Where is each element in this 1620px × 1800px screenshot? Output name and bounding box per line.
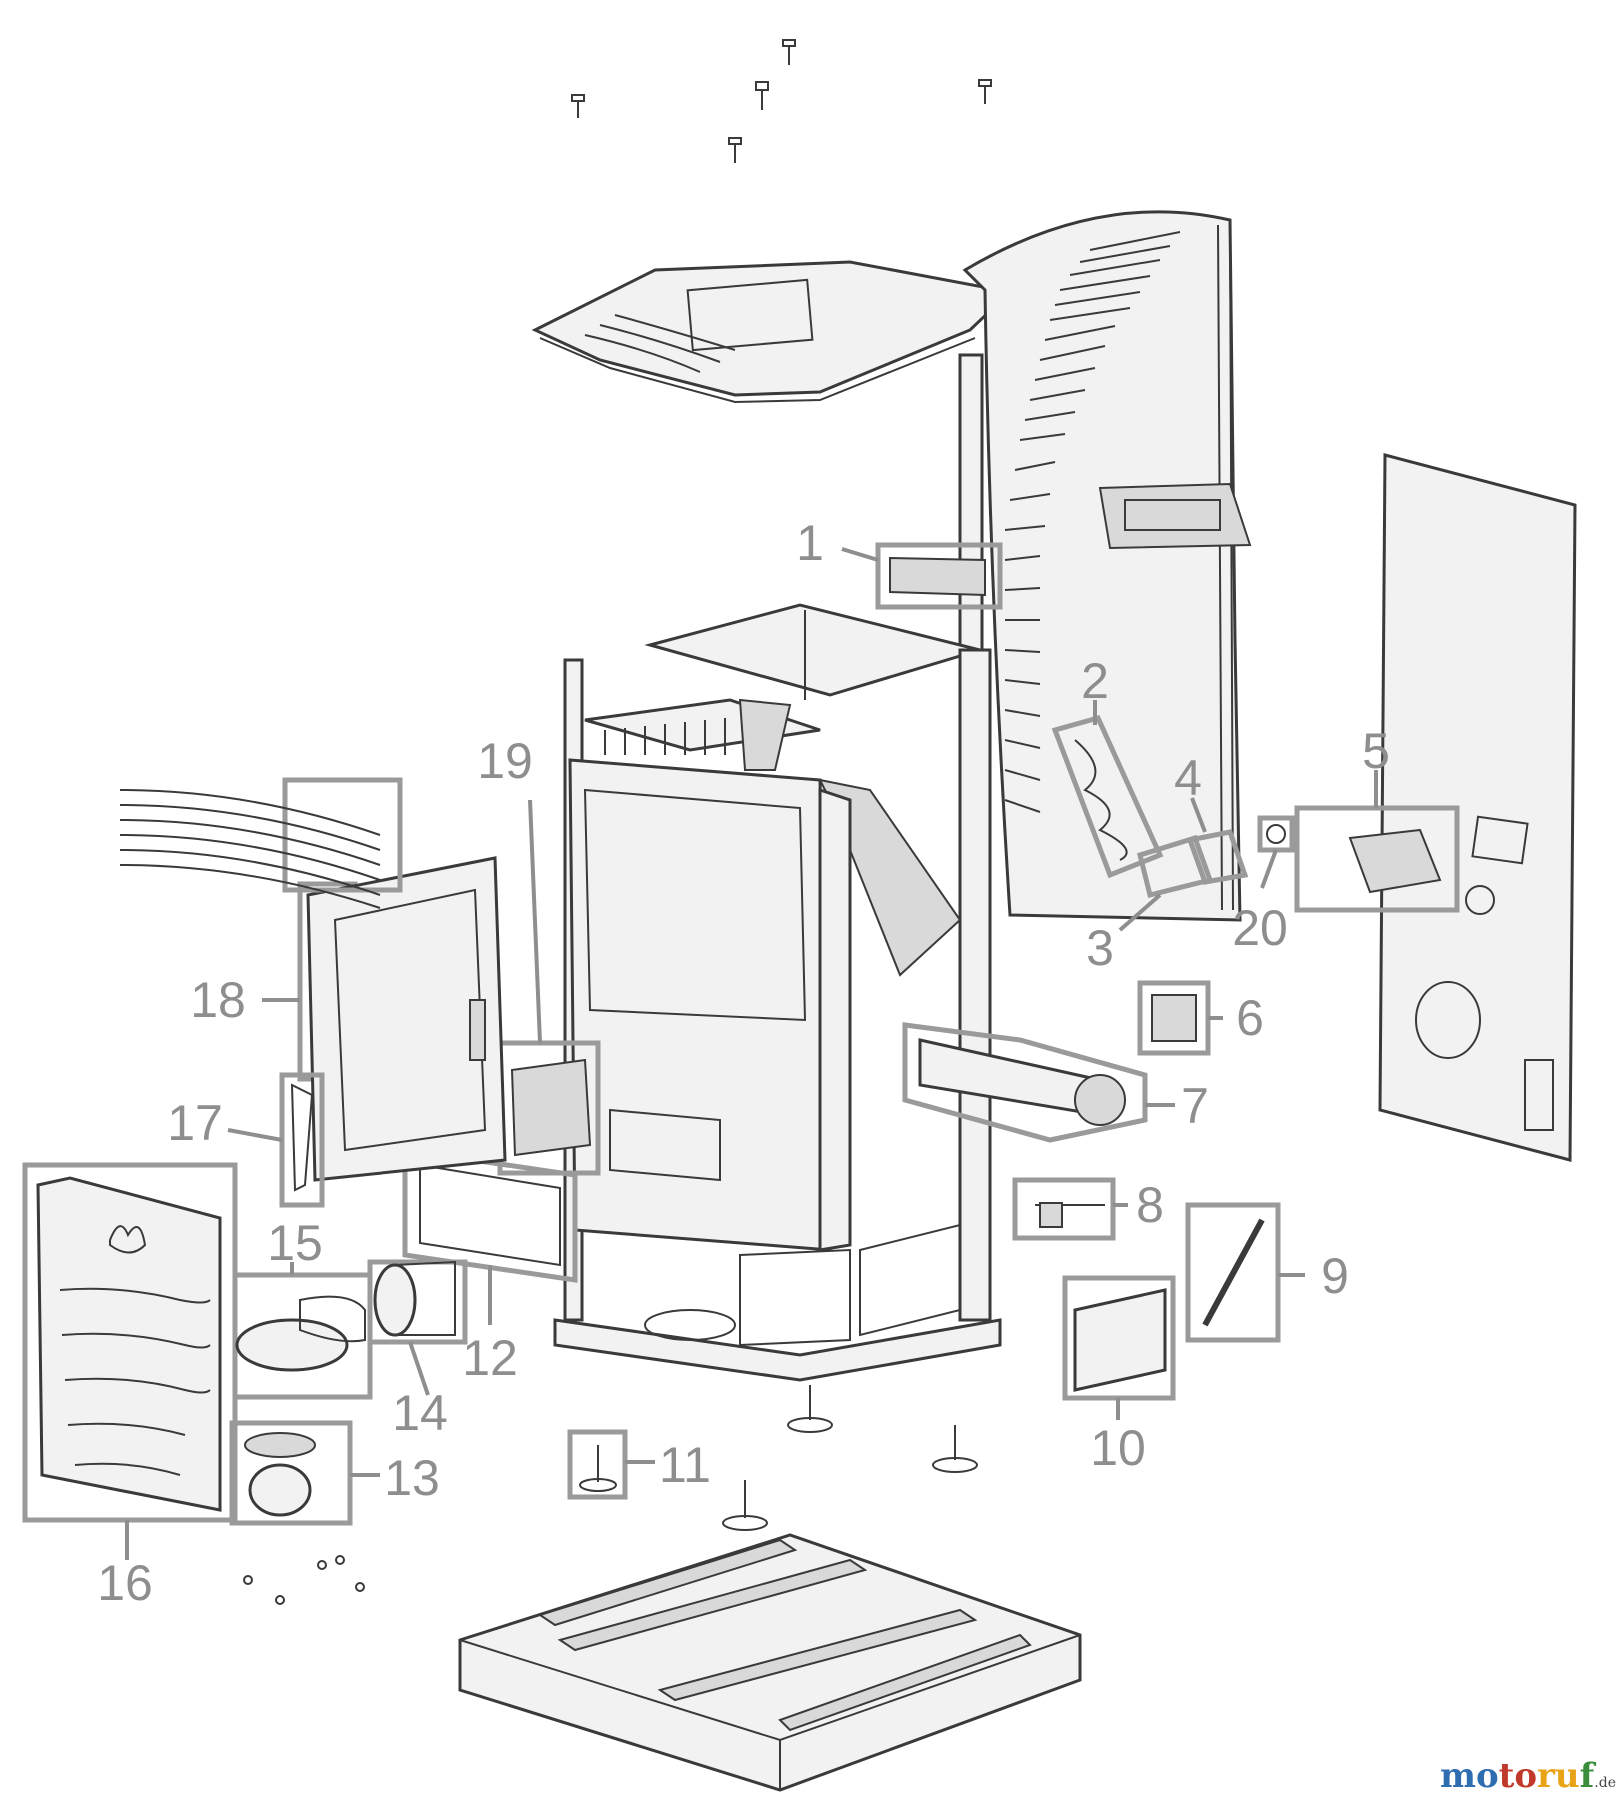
part-12-ash-pan <box>402 1147 578 1325</box>
callout-9: 9 <box>1321 1248 1349 1304</box>
corner-post <box>958 353 984 667</box>
logo-part-1: mo <box>1439 1756 1499 1796</box>
motoruf-watermark-logo: motoruf.de <box>1440 1756 1616 1796</box>
part-1-control-panel <box>841 542 1003 610</box>
callout-16: 16 <box>97 1555 153 1611</box>
part-5-gear-motor <box>1294 770 1460 913</box>
part-6-pressure-switch <box>1137 980 1223 1056</box>
callout-15: 15 <box>267 1215 323 1271</box>
part-13-exhaust-fan <box>229 1420 380 1526</box>
callout-20: 20 <box>1232 900 1288 956</box>
part-14-pipe-sleeve <box>367 1259 468 1396</box>
logo-part-4: f <box>1579 1756 1595 1796</box>
rear-flat-panel <box>1378 453 1577 1162</box>
part-20-auger-nut <box>1257 815 1295 889</box>
callout-7: 7 <box>1181 1078 1209 1134</box>
callout-18: 18 <box>190 972 246 1028</box>
part-18-door <box>262 856 507 1182</box>
callout-10: 10 <box>1090 1420 1146 1476</box>
door-grille-bars <box>119 777 403 909</box>
bottom-screws <box>243 1555 365 1605</box>
callout-4: 4 <box>1174 750 1202 806</box>
callout-13: 13 <box>384 1450 440 1506</box>
part-9-igniter <box>1185 1202 1305 1343</box>
part-4-gasket-plate <box>1186 797 1249 885</box>
part-2-feed-auger <box>1051 700 1164 879</box>
shipping-pallet <box>458 1533 1082 1792</box>
callout-19: 19 <box>477 733 533 789</box>
callout-labels: 1 2 3 4 5 6 7 8 9 10 11 12 13 14 15 16 1… <box>97 515 1390 1611</box>
logo-part-2: to <box>1498 1756 1538 1796</box>
feet <box>722 1385 978 1531</box>
part-7-room-air-fan <box>902 1022 1175 1143</box>
callout-17: 17 <box>167 1095 223 1151</box>
callout-1: 1 <box>796 515 824 571</box>
part-11-adjustable-foot <box>567 1429 655 1500</box>
part-16-side-panel <box>22 1162 238 1560</box>
top-cover <box>531 260 1014 404</box>
part-17-door-handle <box>227 1072 325 1208</box>
callout-6: 6 <box>1236 990 1264 1046</box>
logo-tld: .de <box>1594 1775 1616 1791</box>
part-15-flue-connector <box>232 1262 373 1400</box>
part-10-control-board <box>1062 1275 1176 1420</box>
callout-5: 5 <box>1362 723 1390 779</box>
logo-part-3: ru <box>1537 1756 1580 1796</box>
stove-body <box>553 603 1002 1382</box>
top-screws <box>571 39 992 163</box>
callout-8: 8 <box>1136 1177 1164 1233</box>
callout-14: 14 <box>392 1385 448 1441</box>
part-8-temperature-sensor <box>1012 1177 1128 1241</box>
rear-curved-panel <box>962 210 1252 922</box>
callout-2: 2 <box>1081 653 1109 709</box>
callout-12: 12 <box>462 1330 518 1386</box>
callout-3: 3 <box>1086 920 1114 976</box>
callout-11: 11 <box>659 1437 711 1493</box>
